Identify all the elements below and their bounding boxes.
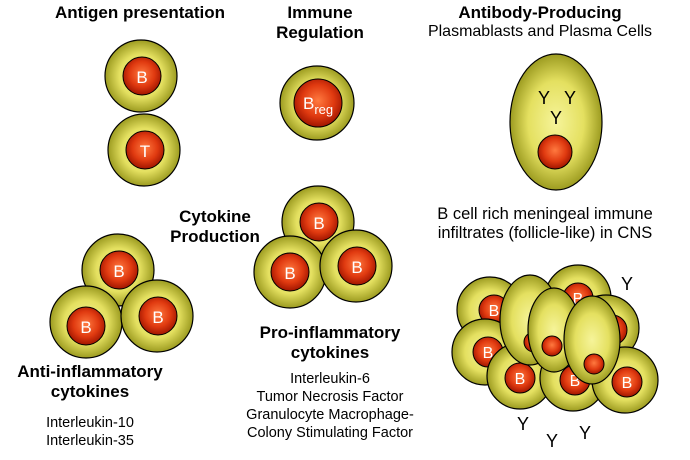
anti-inflammatory-cell-cluster: B B B	[49, 233, 194, 359]
pro-inflammatory-title: Pro-inflammatory cytokines	[235, 323, 425, 362]
antigen-t-label: T	[140, 142, 150, 161]
plasma-cell: Y Y Y	[509, 53, 603, 191]
breg-label: Breg	[303, 94, 333, 117]
svg-text:B: B	[570, 373, 581, 390]
meningeal-y-symbol: Y	[579, 423, 591, 443]
svg-text:B: B	[622, 375, 633, 392]
antibody-producing-title: Antibody-Producing Plasmablasts and Plas…	[395, 3, 685, 41]
pro-inflammatory-item: Tumor Necrosis Factor	[256, 389, 404, 406]
pro-inflammatory-title-line2: cytokines	[290, 342, 370, 362]
pro-b-cell: B	[253, 235, 327, 309]
svg-text:B: B	[313, 214, 324, 233]
antibody-y-symbol: Y	[538, 88, 550, 108]
anti-b-cell: B	[49, 285, 123, 359]
anti-inflammatory-list: Interleukin-10 Interleukin-35	[20, 414, 160, 450]
svg-text:B: B	[113, 262, 124, 281]
antigen-b-cell: B	[104, 39, 178, 113]
antibody-producing-title-bold: Antibody-Producing	[458, 3, 622, 22]
meningeal-y-symbol: Y	[621, 274, 633, 294]
meningeal-y-symbol: Y	[546, 431, 558, 451]
breg-cell: Breg	[279, 65, 355, 141]
meningeal-y-symbol: Y	[517, 414, 529, 434]
antigen-b-label: B	[136, 68, 147, 87]
anti-inflammatory-item: Interleukin-35	[46, 433, 134, 450]
svg-text:B: B	[489, 303, 500, 320]
pro-inflammatory-item: Granulocyte Macrophage-	[246, 407, 414, 424]
anti-inflammatory-title-line1: Anti-inflammatory	[17, 362, 163, 381]
svg-text:B: B	[573, 291, 584, 308]
cytokine-production-title-line1: Cytokine	[179, 207, 251, 226]
pro-inflammatory-item: Colony Stimulating Factor	[246, 425, 413, 442]
pro-b-cell: B	[319, 229, 393, 303]
anti-inflammatory-title-line2: cytokines	[50, 381, 130, 401]
cytokine-production-title: Cytokine Production	[155, 207, 275, 246]
meningeal-infiltrate-cluster: B B B B B B B Y Y Y Y	[451, 264, 659, 451]
meningeal-title-line2: infiltrates (follicle-like) in CNS	[437, 223, 653, 242]
anti-b-cell: B	[120, 279, 194, 353]
immune-regulation-title-line1: Immune	[287, 3, 353, 22]
antibody-producing-title-regular: Plasmablasts and Plasma Cells	[427, 22, 653, 40]
antigen-presentation-title: Antigen presentation	[54, 3, 225, 22]
antibody-y-symbol: Y	[550, 108, 562, 128]
pro-inflammatory-list: Interleukin-6 Tumor Necrosis Factor Gran…	[220, 370, 440, 443]
pro-inflammatory-cell-cluster: B B B	[253, 185, 393, 309]
pro-inflammatory-item: Interleukin-6	[290, 371, 370, 387]
antigen-t-cell: T	[107, 113, 181, 187]
svg-text:B: B	[284, 264, 295, 283]
antibody-y-symbol: Y	[564, 88, 576, 108]
svg-text:B: B	[80, 318, 91, 337]
anti-inflammatory-item: Interleukin-10	[46, 415, 134, 431]
immune-regulation-title: Immune Regulation	[250, 3, 390, 42]
anti-inflammatory-title: Anti-inflammatory cytokines	[2, 362, 178, 401]
svg-text:B: B	[483, 345, 494, 362]
meningeal-infiltrate-title: B cell rich meningeal immune infiltrates…	[400, 205, 690, 243]
svg-text:B: B	[515, 371, 526, 388]
pro-inflammatory-title-line1: Pro-inflammatory	[259, 323, 401, 342]
meningeal-title-line1: B cell rich meningeal immune	[437, 205, 653, 223]
cytokine-production-title-line2: Production	[170, 226, 260, 246]
svg-text:B: B	[152, 308, 163, 327]
svg-text:B: B	[351, 258, 362, 277]
immune-regulation-title-line2: Regulation	[276, 22, 364, 42]
